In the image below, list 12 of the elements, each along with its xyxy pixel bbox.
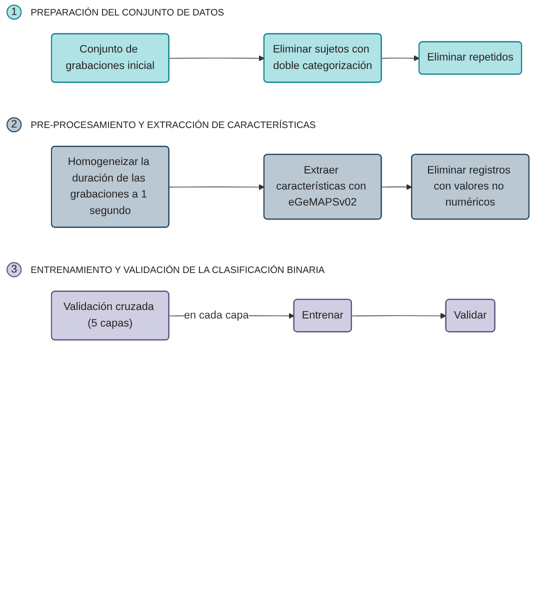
arrow [168, 55, 265, 62]
step-heading: PREPARACIÓN DEL CONJUNTO DE DATOS [30, 8, 224, 18]
node-circle: 1 [6, 4, 22, 20]
step-heading: ENTRENAMIENTO Y VALIDACIÓN DE LA CLASIFICACIÓN BINARIA [30, 265, 325, 276]
arrow [168, 184, 265, 190]
arrow [381, 184, 412, 190]
edge-label: en cada capa [184, 310, 249, 321]
node-circle: 2 [6, 117, 22, 132]
arrow [351, 312, 446, 319]
arrow [381, 55, 420, 62]
step-heading: PRE-PROCESAMIENTO Y EXTRACCIÓN DE CARACTERÍSTICAS [30, 120, 316, 132]
node-circle: 3 [6, 262, 22, 278]
